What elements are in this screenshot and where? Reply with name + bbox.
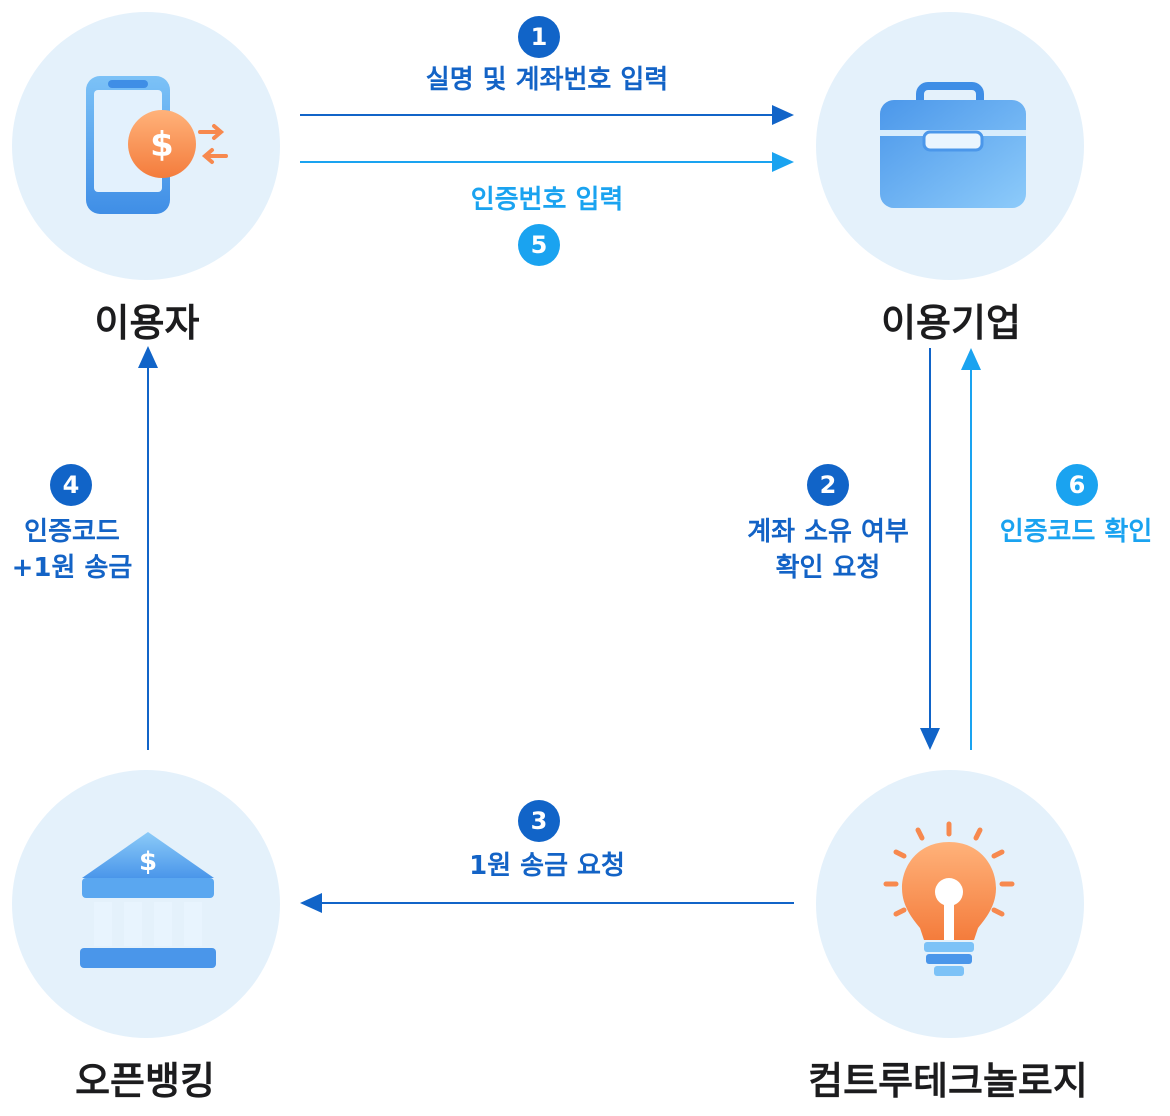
arrow-step-5 xyxy=(300,152,794,172)
arrow-step-1 xyxy=(300,105,794,125)
phone-dollar-sign: $ xyxy=(150,125,174,165)
arrow-step-4 xyxy=(138,346,158,750)
bank-icon: $ xyxy=(80,832,216,968)
openbanking-node-label: 오픈뱅킹 xyxy=(75,1059,215,1103)
step-2-label: 계좌 소유 여부 확인 요청 xyxy=(747,514,909,586)
step-1-line-1: 실명 및 계좌번호 입력 xyxy=(425,65,669,95)
user-node-label: 이용자 xyxy=(94,301,200,345)
step-3-line-1: 1원 송금 요청 xyxy=(469,851,625,881)
smartphone-dollar-icon: $ xyxy=(86,76,228,214)
step-2-line-1: 계좌 소유 여부 xyxy=(747,517,909,547)
step-1-label: 실명 및 계좌번호 입력 xyxy=(426,62,668,98)
step-1-badge: 1 xyxy=(518,16,560,58)
briefcase-icon xyxy=(880,82,1026,208)
step-5-line-1: 인증번호 입력 xyxy=(470,185,624,215)
step-6-label: 인증코드 확인 xyxy=(1000,514,1153,550)
arrow-step-3 xyxy=(300,893,794,913)
step-4-line-1: 인증코드 xyxy=(24,517,120,547)
step-6-line-1: 인증코드 확인 xyxy=(999,517,1153,547)
step-2-line-2: 확인 요청 xyxy=(775,553,881,583)
bank-dollar-sign: $ xyxy=(139,847,157,877)
step-4-label: 인증코드 +1원 송금 xyxy=(12,514,133,586)
arrow-step-6 xyxy=(961,348,981,750)
arrow-step-2 xyxy=(920,348,940,750)
step-5-badge: 5 xyxy=(518,224,560,266)
step-6-badge: 6 xyxy=(1056,464,1098,506)
step-5-label: 인증번호 입력 xyxy=(471,182,624,218)
company-node-label: 이용기업 xyxy=(881,301,1021,345)
comtech-node-label: 컴트루테크놀로지 xyxy=(808,1059,1088,1103)
openbanking-node-circle xyxy=(12,770,280,1038)
step-4-badge: 4 xyxy=(50,464,92,506)
step-3-badge: 3 xyxy=(518,800,560,842)
step-2-badge: 2 xyxy=(807,464,849,506)
step-4-line-2: +1원 송금 xyxy=(11,553,133,583)
step-3-label: 1원 송금 요청 xyxy=(469,848,625,884)
lightbulb-icon xyxy=(883,821,1015,976)
